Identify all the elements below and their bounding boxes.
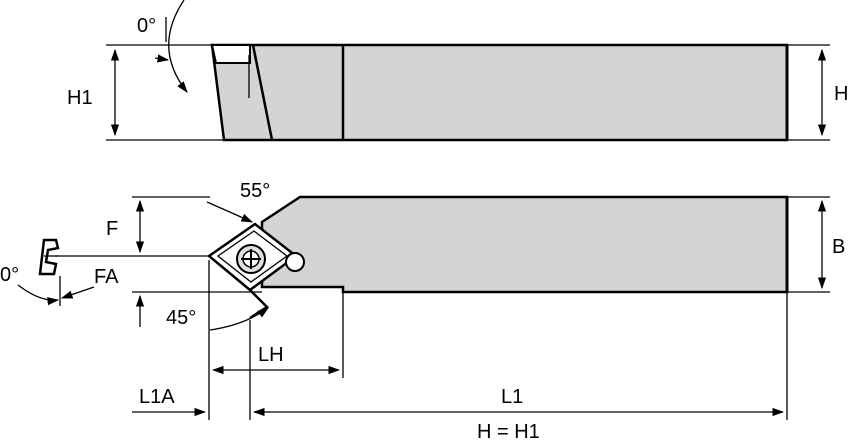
side-view-shank (210, 43, 789, 142)
side-view-slant-line (251, 44, 274, 141)
f-label: F (106, 218, 118, 240)
top-angle-arc (168, 0, 188, 93)
plan-view: F B 55° 0° FA 45° LH L1A L (0, 180, 845, 442)
fa-leader (60, 286, 95, 299)
top-angle-label: 0° (137, 15, 156, 37)
h-label: H (834, 83, 848, 105)
side-profile-icon (38, 238, 60, 276)
lh-label: LH (258, 344, 284, 366)
equation-label: H = H1 (477, 421, 540, 442)
l1-label: L1 (501, 386, 523, 408)
b-label: B (832, 236, 845, 258)
side-angle-arc (17, 284, 60, 306)
plan-view-shank (260, 195, 789, 294)
fa-label: FA (94, 266, 119, 288)
l1a-label: L1A (139, 386, 175, 408)
top-angle-leader (154, 54, 170, 63)
insert-notch (249, 289, 269, 320)
locating-pin (285, 252, 305, 272)
side-view: H1 H 0° (67, 0, 848, 142)
h1-label: H1 (67, 87, 93, 109)
angle-45-label: 45° (166, 307, 196, 329)
angle-45-arc (209, 307, 269, 331)
side-angle-label: 0° (0, 264, 19, 286)
angle-55-label: 55° (240, 180, 270, 202)
angle-55-arc (206, 201, 254, 223)
side-view-insert (210, 44, 251, 64)
